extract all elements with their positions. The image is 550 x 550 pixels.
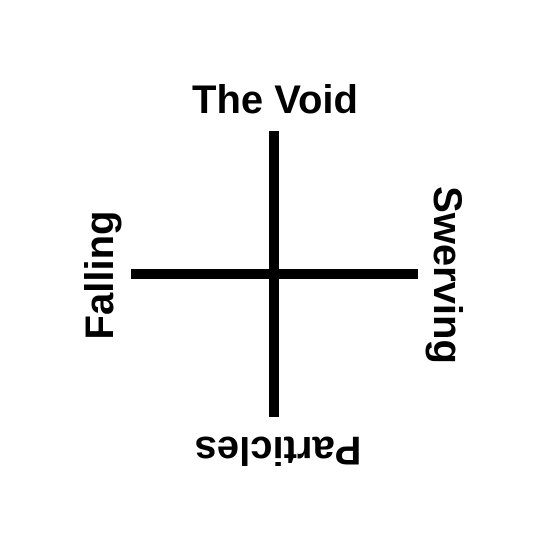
bottom-label: Particles: [194, 428, 362, 472]
left-label: Falling: [78, 210, 122, 340]
right-label: Swerving: [425, 186, 469, 364]
horizontal-axis-line: [131, 269, 418, 279]
top-label: The Void: [192, 78, 358, 122]
